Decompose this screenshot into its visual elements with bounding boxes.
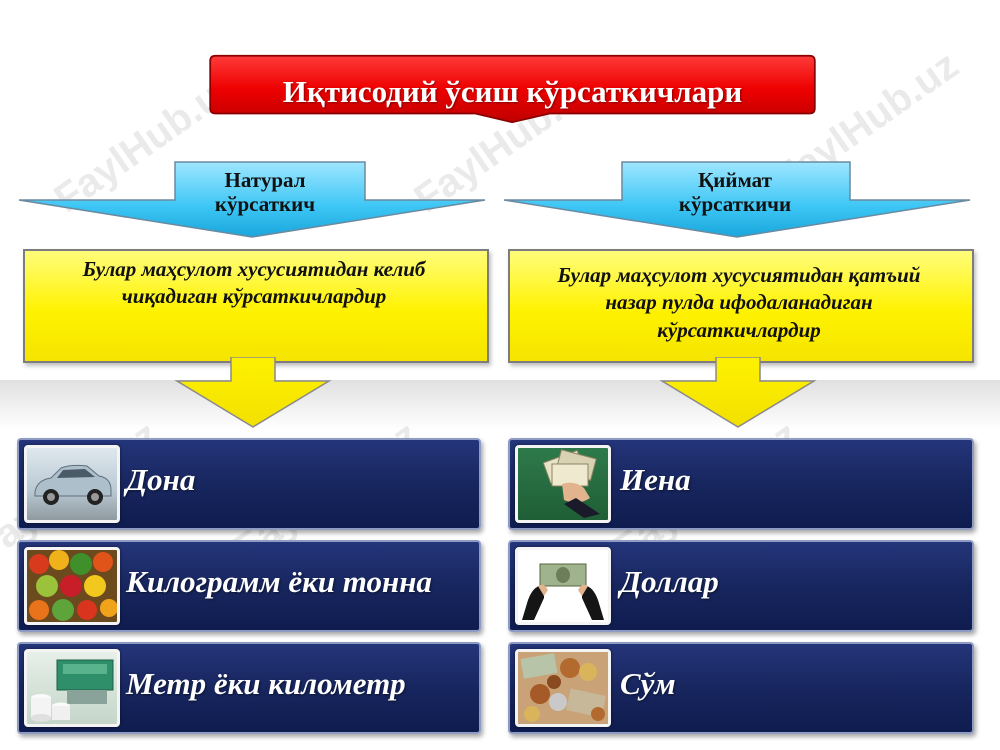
textile-machine-icon (24, 649, 120, 727)
value-down-arrow (659, 357, 817, 428)
natural-description-line1: Булар маҳсулот хусусиятидан келиб (82, 256, 426, 281)
natural-indicator-header: Натурал кўрсаткич (175, 164, 355, 220)
value-description-line3: кўрсаткичлардир (657, 317, 821, 342)
value-description-line1: Булар маҳсулот хусусиятидан қатъий (557, 263, 921, 288)
value-item-label: Доллар (620, 564, 719, 599)
value-indicator-header: Қиймат кўрсаткичи (625, 164, 845, 220)
shadow-band (0, 380, 1000, 430)
value-header-line1: Қиймат (698, 167, 772, 192)
natural-header-line2: кўрсаткич (214, 192, 316, 216)
natural-description-box (23, 249, 489, 363)
value-description: Булар маҳсулот хусусиятидан қатъий назар… (508, 253, 970, 353)
dollar-banknote-icon (515, 547, 611, 625)
value-item-label: Сўм (620, 666, 676, 701)
title-banner (209, 54, 816, 124)
natural-item-label: Килограмм ёки тонна (126, 564, 432, 599)
natural-indicator-arrow (18, 161, 486, 238)
natural-item-label: Дона (126, 462, 196, 497)
coins-icon (515, 649, 611, 727)
page-title: Иқтисодий ўсиш кўрсаткичлари (282, 74, 743, 109)
value-indicator-arrow (503, 161, 971, 238)
natural-description: Булар маҳсулот хусусиятидан келиб чиқади… (23, 252, 485, 314)
natural-description-line2: чиқадиган кўрсаткичлардир (121, 284, 387, 308)
value-item-label: Иена (620, 462, 691, 497)
fruits-icon (24, 547, 120, 625)
value-description-box (508, 249, 974, 363)
natural-item-label: Метр ёки километр (126, 666, 406, 701)
natural-header-line1: Натурал (224, 167, 306, 192)
natural-down-arrow (174, 357, 332, 428)
yen-banknotes-icon (515, 445, 611, 523)
value-header-line2: кўрсаткичи (678, 192, 792, 216)
car-icon (24, 445, 120, 523)
value-description-line2: назар пулда ифодаланадиган (605, 290, 873, 315)
